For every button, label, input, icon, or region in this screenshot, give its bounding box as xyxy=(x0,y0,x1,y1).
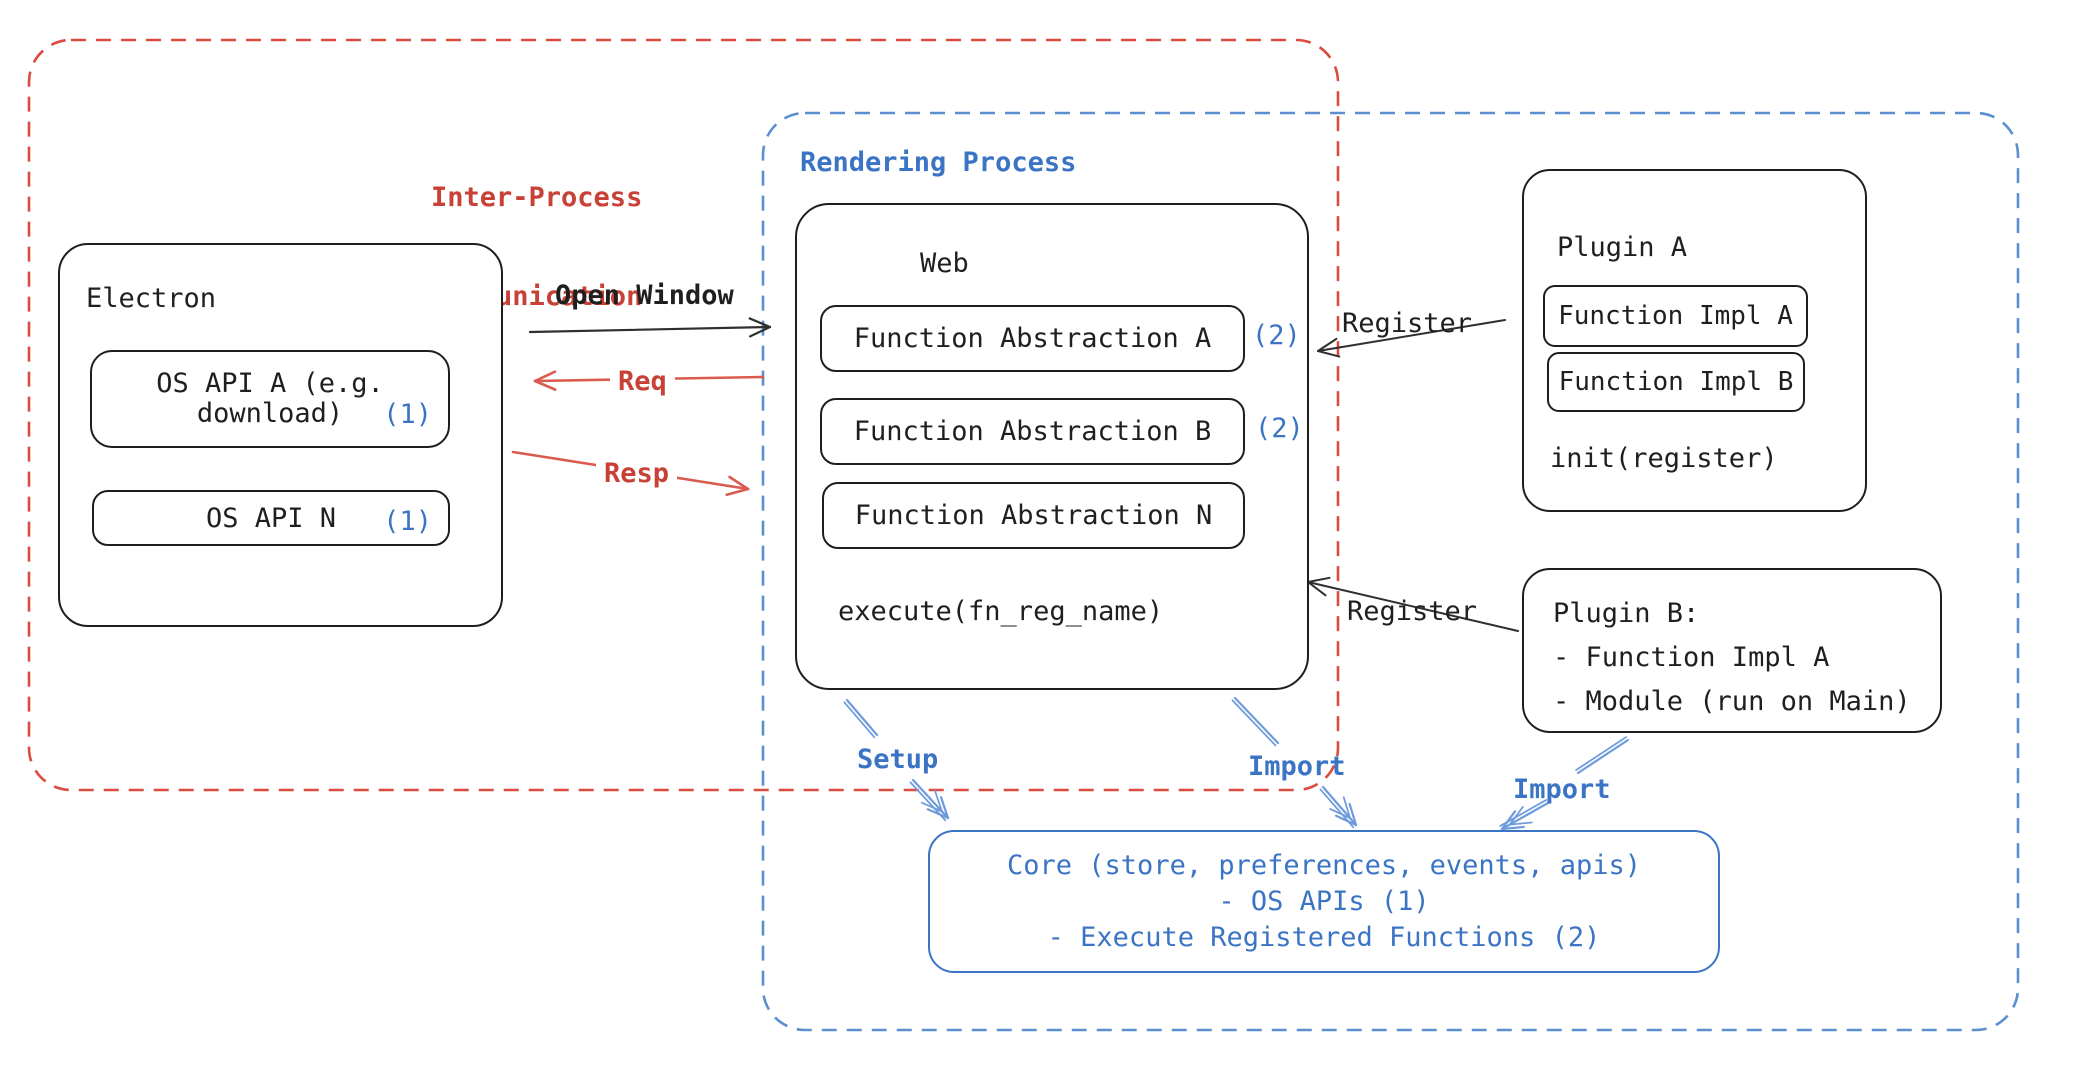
register-plugin-b-arrow-label: Register xyxy=(1347,596,1478,627)
plugin-a-title: Plugin A xyxy=(1557,232,1688,263)
function-impl-b-box: Function Impl B xyxy=(1547,352,1805,412)
open-window-arrow-label: Open Window xyxy=(555,280,734,311)
os-api-a-line2: download) xyxy=(196,398,344,429)
plugin-b-item-module: - Module (run on Main) xyxy=(1553,686,1911,717)
os-api-n-badge: (1) xyxy=(383,506,432,537)
os-api-a-box: OS API A (e.g. download) (1) xyxy=(90,350,450,448)
os-api-n-box: OS API N (1) xyxy=(92,490,450,546)
ipc-region-label-line1: Inter-Process xyxy=(431,181,643,213)
function-abstraction-b-box: Function Abstraction B xyxy=(820,398,1245,465)
plugin-b-box: Plugin B: - Function Impl A - Module (ru… xyxy=(1522,568,1942,733)
function-abstraction-a-label: Function Abstraction A xyxy=(853,323,1212,354)
core-box: Core (store, preferences, events, apis) … xyxy=(928,830,1720,973)
register-plugin-a-arrow-label: Register xyxy=(1342,308,1473,339)
os-api-a-line1: OS API A (e.g. xyxy=(156,368,384,399)
function-abstraction-n-box: Function Abstraction N xyxy=(822,482,1245,549)
function-impl-a-label: Function Impl A xyxy=(1558,301,1793,331)
rendering-region-label: Rendering Process xyxy=(800,147,1077,178)
os-api-n-label: OS API N xyxy=(205,502,337,534)
os-api-a-badge: (1) xyxy=(383,399,432,430)
execute-label: execute(fn_reg_name) xyxy=(838,596,1164,627)
core-item-os-apis: - OS APIs (1) xyxy=(1218,885,1430,917)
setup-arrow-label: Setup xyxy=(857,744,939,775)
init-register-label: init(register) xyxy=(1550,443,1778,474)
function-abstraction-a-badge: (2) xyxy=(1252,320,1301,351)
web-title: Web xyxy=(920,248,969,279)
function-impl-a-box: Function Impl A xyxy=(1543,285,1808,347)
function-abstraction-b-badge: (2) xyxy=(1255,413,1304,444)
function-abstraction-n-label: Function Abstraction N xyxy=(854,500,1213,531)
electron-title: Electron xyxy=(86,283,217,314)
function-abstraction-b-label: Function Abstraction B xyxy=(853,416,1212,447)
import-web-arrow-label: Import xyxy=(1248,751,1346,782)
import-plugin-b-arrow-label: Import xyxy=(1513,774,1611,805)
function-impl-b-label: Function Impl B xyxy=(1558,367,1794,397)
plugin-b-title: Plugin B: xyxy=(1553,598,1700,629)
function-abstraction-a-box: Function Abstraction A xyxy=(820,305,1245,372)
core-title: Core (store, preferences, events, apis) xyxy=(1007,849,1641,881)
plugin-b-item-function-impl-a: - Function Impl A xyxy=(1553,642,1830,673)
resp-arrow-label: Resp xyxy=(596,458,678,491)
core-item-execute-registered: - Execute Registered Functions (2) xyxy=(1047,921,1601,953)
req-arrow-label: Req xyxy=(610,366,675,399)
